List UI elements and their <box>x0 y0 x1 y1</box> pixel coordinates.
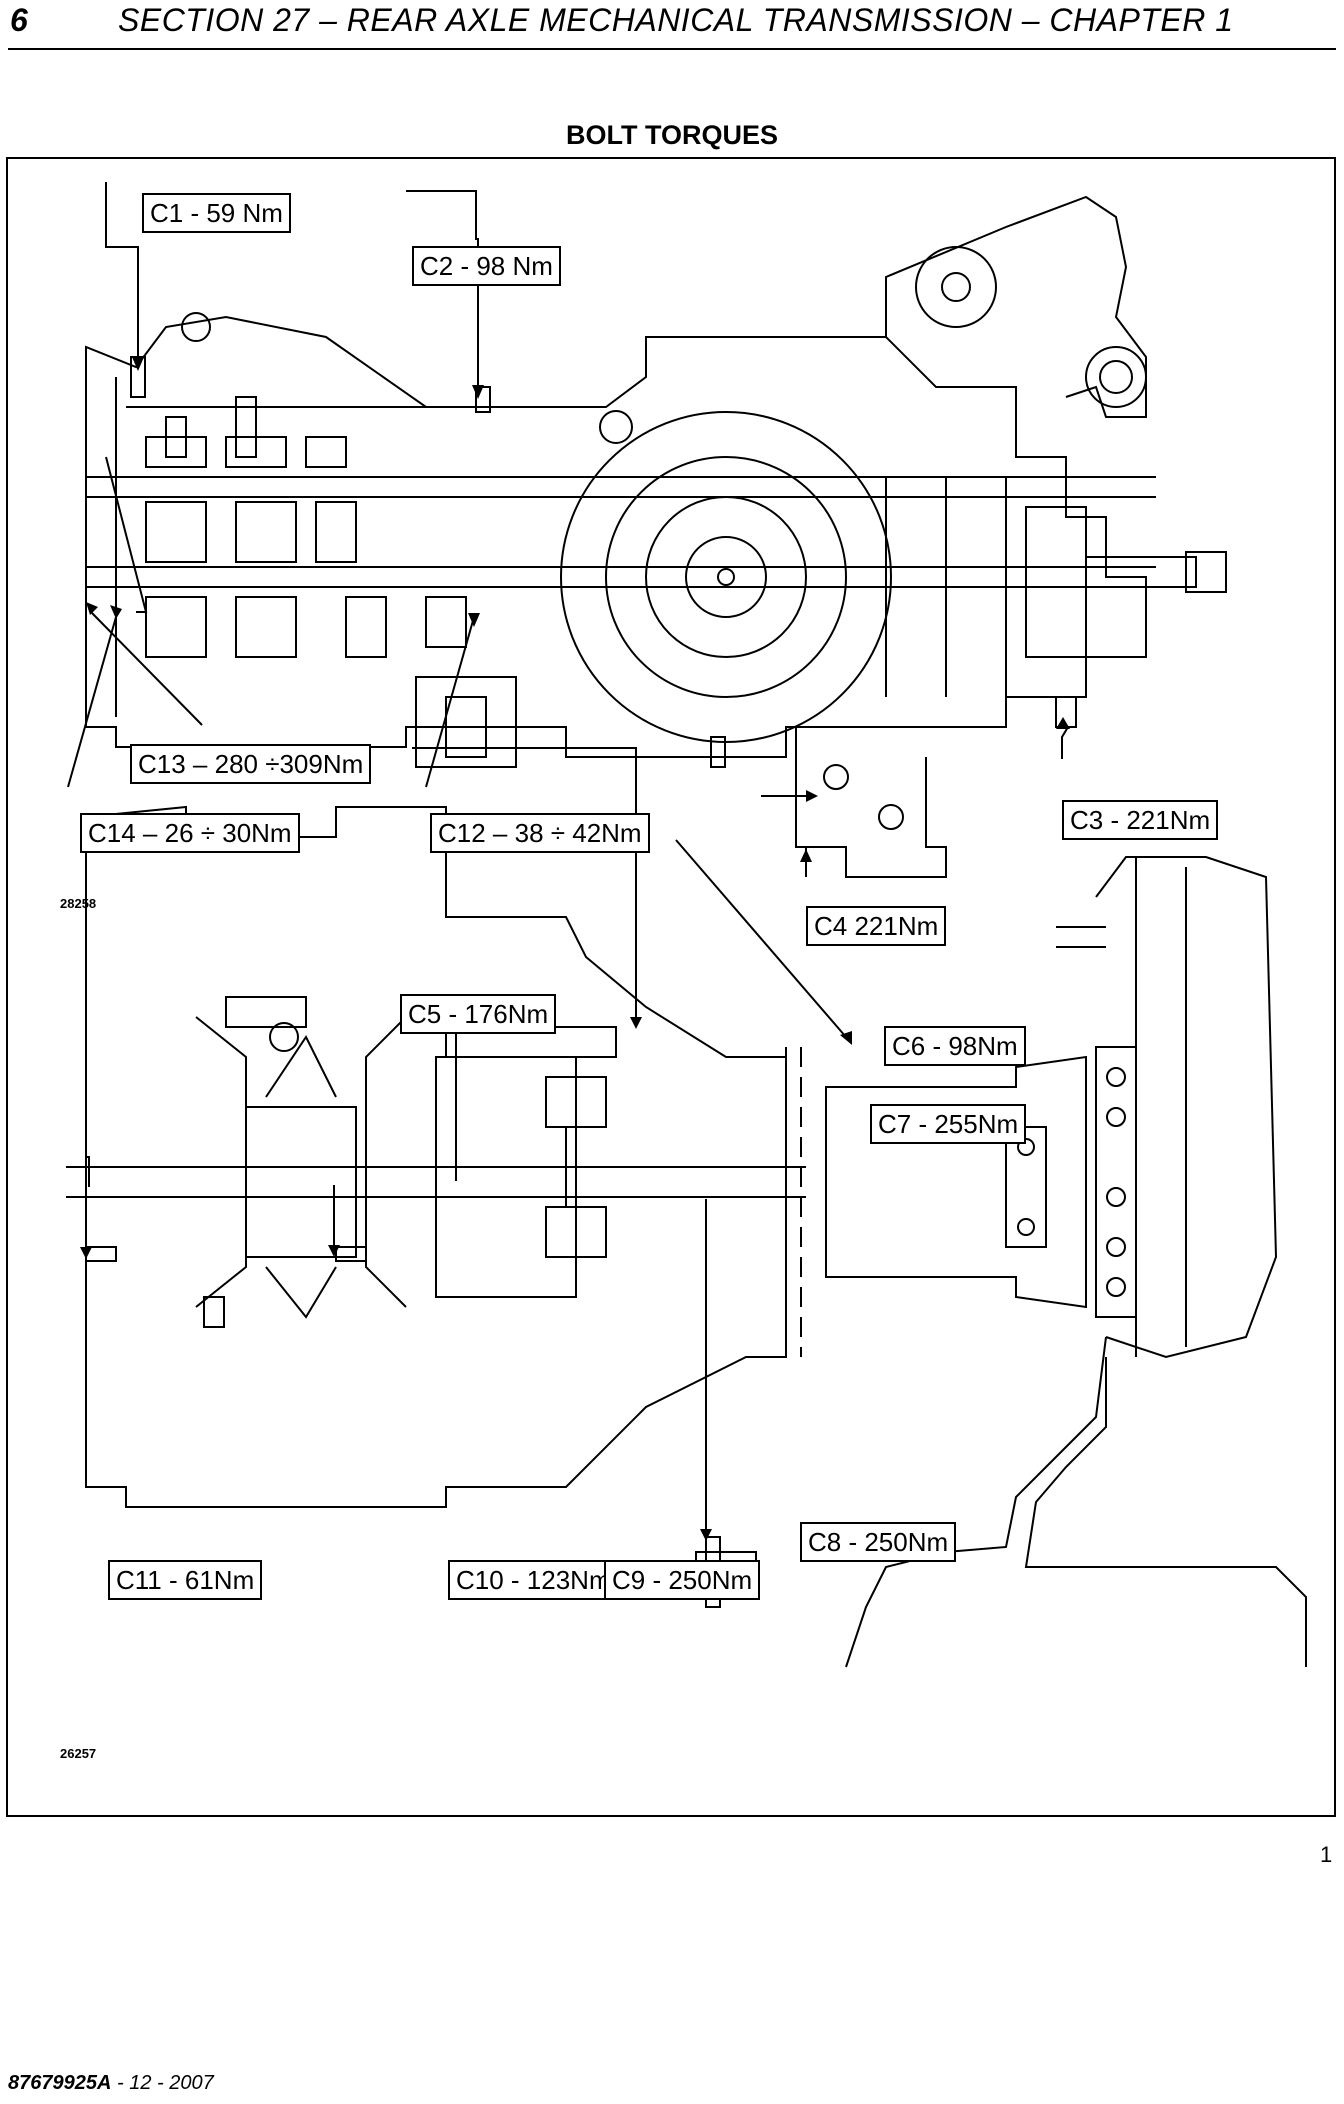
header-divider <box>8 48 1336 50</box>
figure-title: BOLT TORQUES <box>565 120 778 150</box>
callout-c5: C5 - 176Nm <box>400 994 557 1034</box>
document-date: - 12 - 2007 <box>111 2072 214 2094</box>
callout-c2: C2 - 98 Nm <box>412 246 561 286</box>
callout-c9: C9 - 250Nm <box>604 1560 761 1600</box>
figure-ref-upper: 28258 <box>60 896 97 911</box>
figure-index: 1 <box>1320 1842 1333 1867</box>
callout-c4: C4 221Nm <box>806 906 947 946</box>
gearbox-housing-drawing <box>85 195 1227 878</box>
transmission-drawing <box>66 182 1307 1668</box>
callout-c11: C11 - 61Nm <box>108 1560 263 1600</box>
callout-c12: C12 – 38 ÷ 42Nm <box>430 813 650 853</box>
document-reference: 87679925A - 12 - 2007 <box>8 2072 214 2095</box>
page-number: 6 <box>10 2 28 38</box>
document-number: 87679925A <box>8 2072 112 2094</box>
callout-c10: C10 - 123Nm <box>448 1560 619 1600</box>
section-title: SECTION 27 – REAR AXLE MECHANICAL TRANSM… <box>118 2 1234 38</box>
callout-c1: C1 - 59 Nm <box>142 193 291 233</box>
lower-leader-lines <box>85 747 847 1529</box>
callout-c7: C7 - 255Nm <box>870 1104 1027 1144</box>
figure-frame <box>6 157 1336 1817</box>
callout-c6: C6 - 98Nm <box>884 1026 1026 1066</box>
callout-c13: C13 – 280 ÷309Nm <box>130 744 372 784</box>
callout-c3: C3 - 221Nm <box>1062 800 1219 840</box>
figure-ref-lower: 26257 <box>60 1746 97 1761</box>
page-header: 6 SECTION 27 – REAR AXLE MECHANICAL TRAN… <box>8 0 1338 40</box>
callout-c14: C14 – 26 ÷ 30Nm <box>80 813 300 853</box>
callout-c8: C8 - 250Nm <box>800 1522 957 1562</box>
rear-axle-drawing <box>66 805 1307 1668</box>
upper-leader-lines <box>67 182 1069 877</box>
